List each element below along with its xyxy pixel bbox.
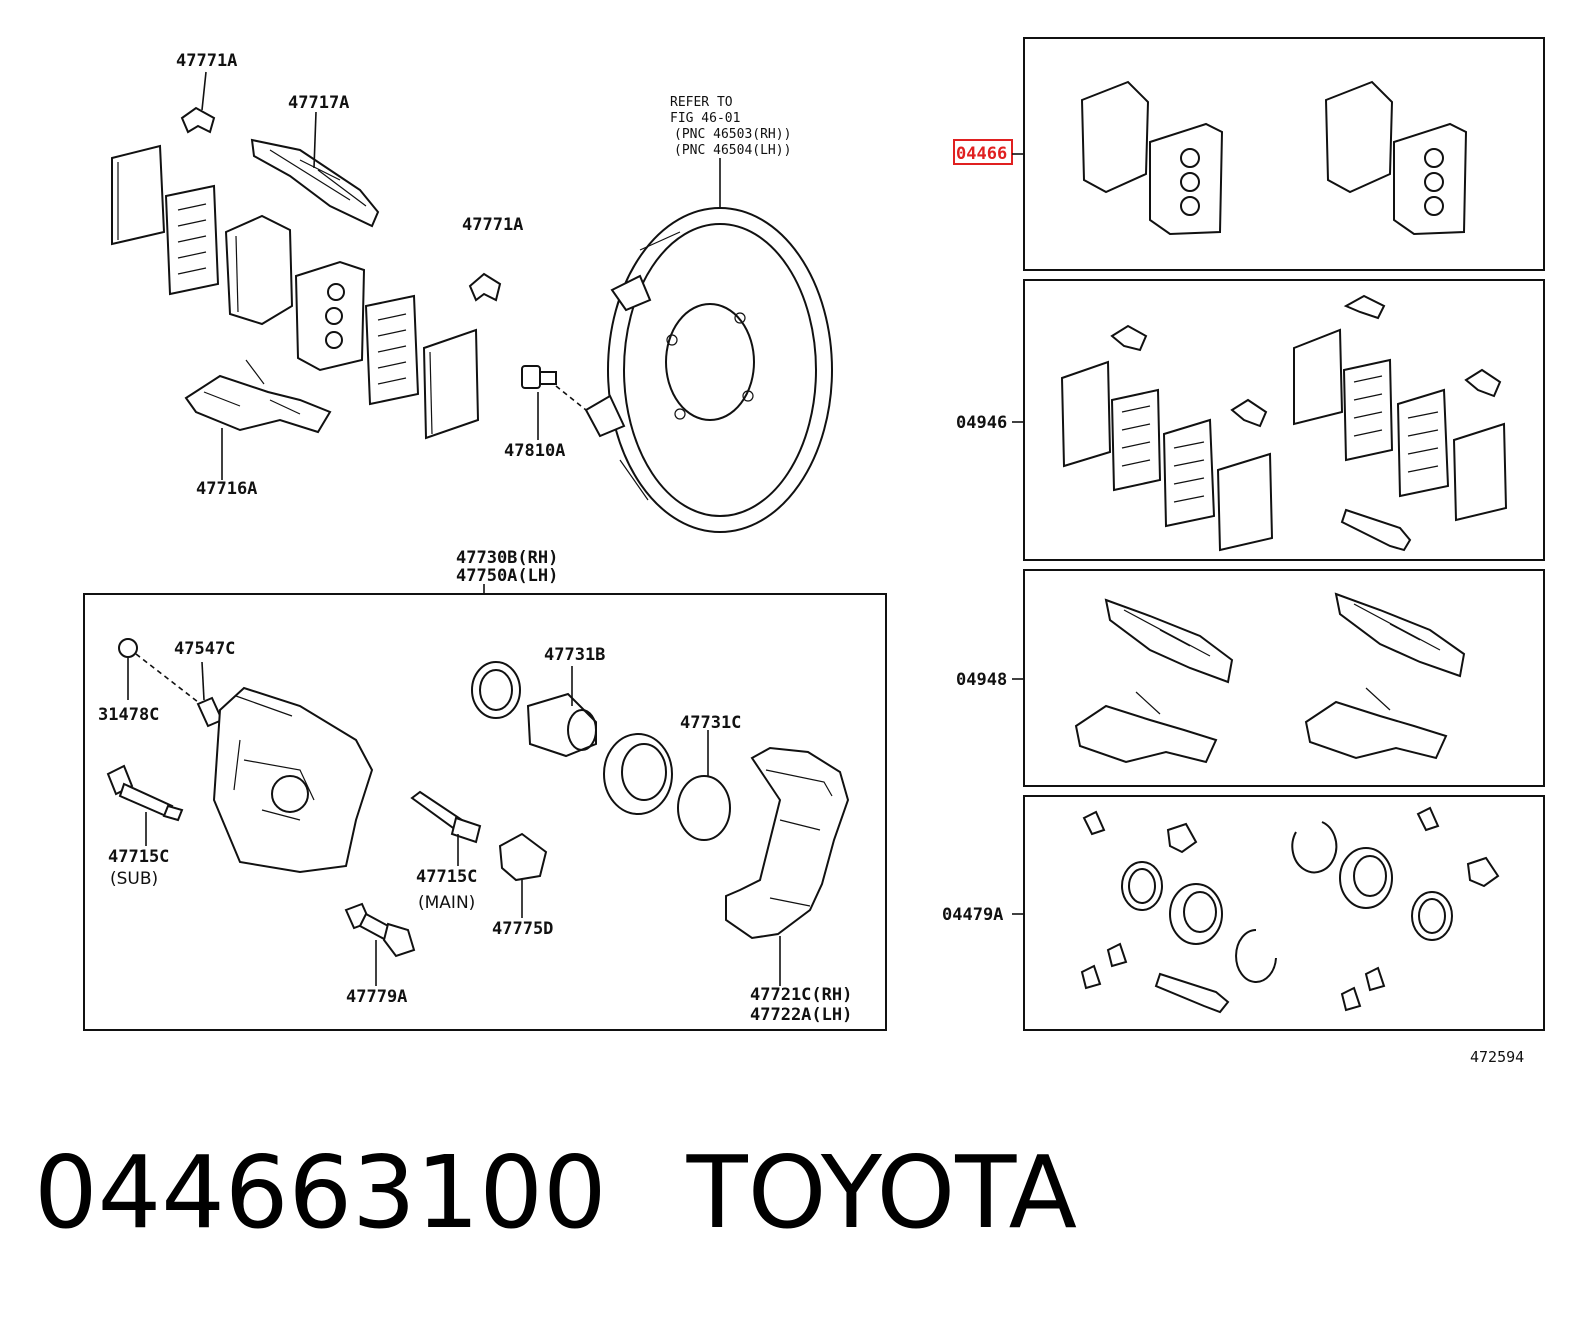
label-47779A: 47779A — [346, 987, 407, 1007]
label-47730B: 47730B(RH) — [456, 548, 558, 568]
label-47771A-mid: 47771A — [462, 215, 523, 235]
kit-box-04948: 04948 — [956, 569, 1545, 787]
piston-boot — [603, 733, 673, 815]
label-47715C-sub: 47715C — [108, 847, 169, 867]
figure-number: 472594 — [1470, 1048, 1524, 1066]
clip-47771A-top — [180, 71, 216, 134]
pad-set-1 — [1080, 80, 1224, 236]
caliper-assembly-box: 47730B(RH) 47750A(LH) 31478C 47547C — [83, 548, 887, 1031]
kit-box-04466: 04466 — [953, 37, 1545, 271]
piston-47731B — [526, 666, 597, 758]
top-left-parts — [111, 71, 833, 533]
label-47750A: 47750A(LH) — [456, 566, 558, 586]
label-04466: 04466 — [956, 144, 1007, 164]
support-plate-2 — [1304, 687, 1448, 760]
label-47771A-top: 47771A — [176, 51, 237, 71]
support-plate-1 — [1074, 691, 1218, 764]
piston-seal-47731C — [677, 730, 731, 841]
label-47716A: 47716A — [196, 479, 257, 499]
guide-pin-47715C-sub — [106, 764, 184, 846]
bolt-47810A — [521, 365, 587, 440]
refer-line-4: (PNC 46504(LH)) — [674, 143, 791, 158]
support-shim-2 — [1334, 592, 1466, 678]
label-47721C: 47721C(RH) — [750, 985, 852, 1005]
pad-shim-inner — [422, 328, 480, 440]
pad-shim-outer — [111, 144, 166, 246]
label-47775D: 47775D — [492, 919, 553, 939]
bleeder-cap-31478C — [118, 638, 199, 703]
brake-pad-2 — [294, 260, 366, 372]
seal-ring-47731B — [471, 661, 521, 719]
brand-name: TOYOTA — [686, 1134, 1077, 1251]
refer-line-1: REFER TO — [670, 95, 733, 110]
caliper-body — [212, 686, 374, 874]
repair-kit-parts — [1080, 806, 1500, 1014]
label-31478C: 31478C — [98, 705, 159, 725]
label-47715C-main: 47715C — [416, 867, 477, 887]
shim-set-1 — [1060, 324, 1274, 552]
support-shim-1 — [1104, 598, 1234, 684]
refer-line-2: FIG 46-01 — [670, 111, 740, 126]
label-main: (MAIN) — [418, 893, 475, 913]
label-47810A: 47810A — [504, 441, 565, 461]
part-number: 044663100 — [34, 1134, 607, 1251]
refer-line-3: (PNC 46503(RH)) — [674, 127, 791, 142]
label-47731C: 47731C — [680, 713, 741, 733]
label-04479A: 04479A — [942, 905, 1003, 925]
pad-shim-slotted-1 — [164, 184, 220, 296]
label-47547C: 47547C — [174, 639, 235, 659]
highlight-box — [953, 139, 1013, 165]
pad-shim-slotted-2 — [364, 294, 420, 406]
bushing-47779A — [344, 902, 416, 986]
bleeder-plug-47547C — [196, 661, 224, 728]
shim-set-2 — [1293, 294, 1508, 552]
dust-cover-backing-plate — [584, 158, 833, 533]
clip-47771A-mid — [468, 272, 502, 302]
kit-box-04479A: 04479A — [942, 795, 1545, 1031]
brake-pad-1 — [224, 214, 294, 326]
kit-box-04946: 04946 — [956, 279, 1545, 561]
label-sub: (SUB) — [110, 869, 158, 889]
label-04946: 04946 — [956, 413, 1007, 433]
label-47722A: 47722A(LH) — [750, 1005, 852, 1025]
shim-47717A — [250, 111, 380, 228]
label-47731B: 47731B — [544, 645, 605, 665]
caliper-bracket-47721C — [725, 746, 850, 986]
pad-set-2 — [1324, 80, 1468, 236]
support-plate-47716A — [184, 359, 332, 480]
refer-note: REFER TO FIG 46-01 (PNC 46503(RH)) (PNC … — [670, 95, 791, 158]
label-47717A: 47717A — [288, 93, 349, 113]
guide-pin-47715C-main — [410, 790, 482, 866]
boot-47775D — [498, 832, 548, 918]
label-04948: 04948 — [956, 670, 1007, 690]
